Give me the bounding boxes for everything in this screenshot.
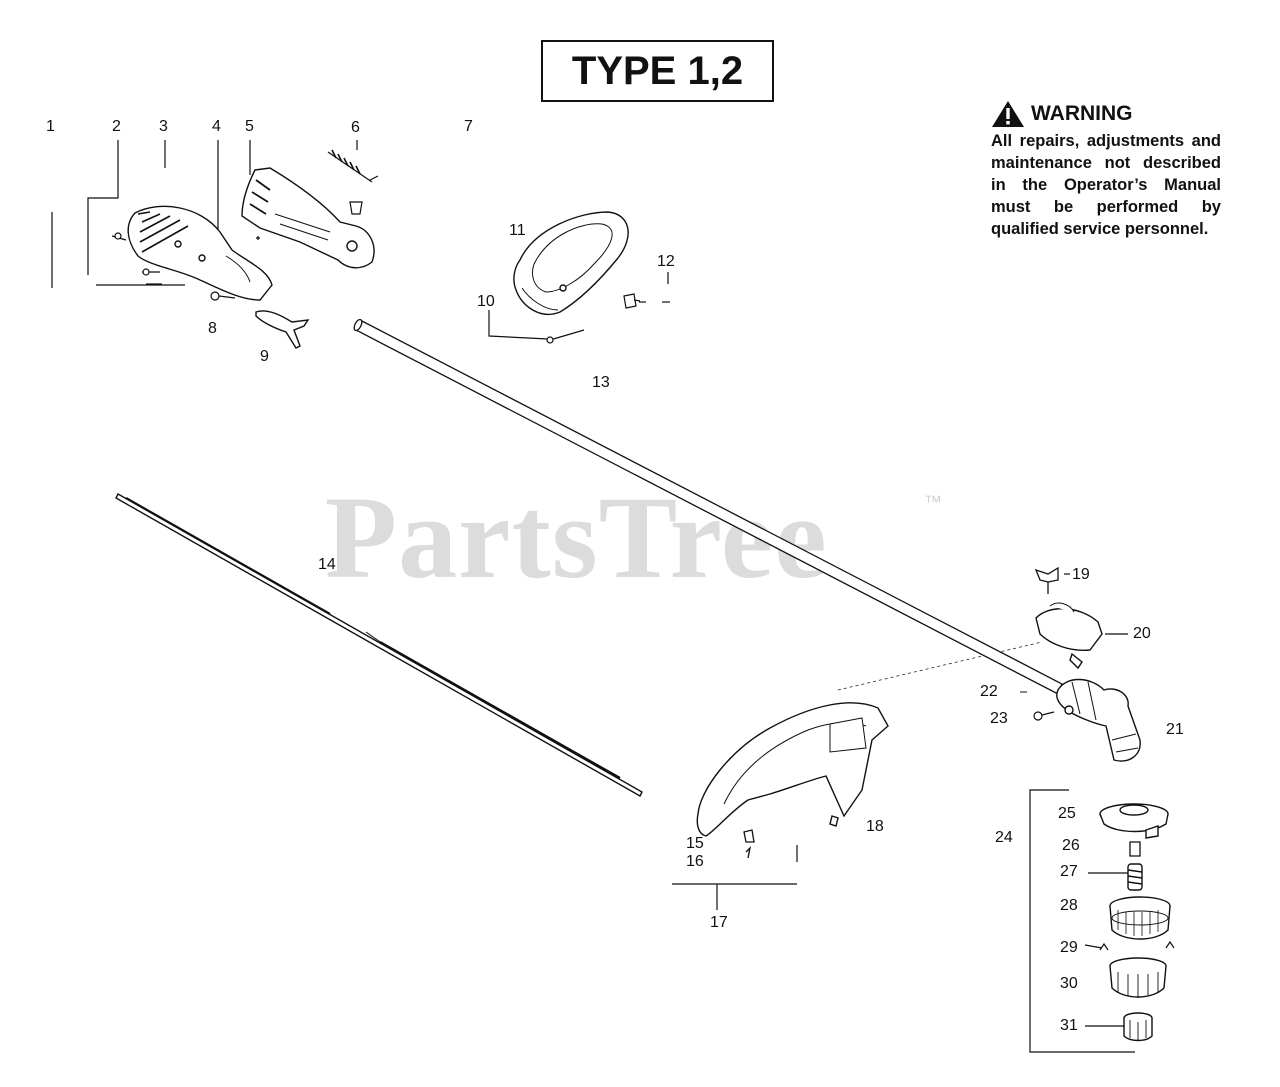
part-12-knob xyxy=(623,293,641,309)
part-20-clamp xyxy=(1035,602,1103,670)
part-27-spring xyxy=(1127,863,1143,891)
callout-17: 17 xyxy=(710,914,728,931)
callout-14: 14 xyxy=(318,556,336,573)
part-2-screws xyxy=(111,232,162,285)
callout-24: 24 xyxy=(995,829,1013,846)
callout-27: 27 xyxy=(1060,863,1078,880)
callout-26: 26 xyxy=(1062,837,1080,854)
part-25-cover xyxy=(1099,803,1169,839)
part-15-clip xyxy=(743,829,755,859)
callout-15: 15 xyxy=(686,835,704,852)
callout-22: 22 xyxy=(980,683,998,700)
callout-3: 3 xyxy=(159,118,168,135)
warning-heading: WARNING xyxy=(991,100,1221,128)
part-21-gear-head xyxy=(1056,678,1141,762)
bracket-2-line xyxy=(87,140,119,275)
callout-9: 9 xyxy=(260,348,269,365)
leader-10 xyxy=(488,310,549,340)
callout-31: 31 xyxy=(1060,1017,1078,1034)
callout-18: 18 xyxy=(866,818,884,835)
watermark: PartsTree xyxy=(325,472,828,603)
callout-28: 28 xyxy=(1060,897,1078,914)
callout-30: 30 xyxy=(1060,975,1078,992)
callout-2: 2 xyxy=(112,118,121,135)
callout-19: 19 xyxy=(1072,566,1090,583)
page-title: TYPE 1,2 xyxy=(541,40,774,102)
callout-13: 13 xyxy=(592,374,610,391)
warning-triangle-icon xyxy=(992,101,1024,127)
callout-5: 5 xyxy=(245,118,254,135)
callout-16: 16 xyxy=(686,853,704,870)
part-23-screw xyxy=(1033,711,1055,721)
leader-29 xyxy=(1084,944,1103,949)
callout-11: 11 xyxy=(509,222,526,239)
callout-20: 20 xyxy=(1133,625,1151,642)
callout-21: 21 xyxy=(1166,721,1184,738)
warning-heading-text: WARNING xyxy=(1031,102,1133,125)
callout-25: 25 xyxy=(1058,805,1076,822)
part-10-bolt xyxy=(546,329,585,344)
part-3-handle xyxy=(127,205,273,301)
part-29-eyelets xyxy=(1099,940,1175,951)
part-18-guard xyxy=(696,702,889,837)
callout-6: 6 xyxy=(351,119,360,136)
part-19-wing-nut xyxy=(1034,566,1059,594)
watermark-trademark: ™ xyxy=(924,492,942,512)
part-26-screw xyxy=(1129,841,1141,857)
part-6-rod xyxy=(327,149,379,215)
part-5-housing xyxy=(241,167,375,269)
callout-1: 1 xyxy=(46,118,55,135)
callout-10: 10 xyxy=(477,293,495,310)
part-8-screw xyxy=(210,291,236,301)
callout-12: 12 xyxy=(657,253,675,270)
part-31-nut xyxy=(1123,1012,1153,1042)
callout-7: 7 xyxy=(464,118,473,135)
callout-8: 8 xyxy=(208,320,217,337)
part-28-spool xyxy=(1109,896,1171,940)
callout-29: 29 xyxy=(1060,939,1078,956)
leader-guard-dashed xyxy=(837,641,1043,691)
part-14-drive-shaft xyxy=(115,493,643,797)
part-11-loop-handle xyxy=(513,211,629,315)
callout-23: 23 xyxy=(990,710,1008,727)
warning-text: All repairs, adjustments and maintenance… xyxy=(991,132,1221,238)
part-13-shaft-tube xyxy=(353,318,1063,695)
warning-notice: WARNING All repairs, adjustments and mai… xyxy=(991,100,1221,240)
callout-4: 4 xyxy=(212,118,221,135)
part-9-trigger xyxy=(255,310,310,349)
part-30-housing xyxy=(1109,957,1167,998)
bracket-24 xyxy=(1029,789,1135,1053)
